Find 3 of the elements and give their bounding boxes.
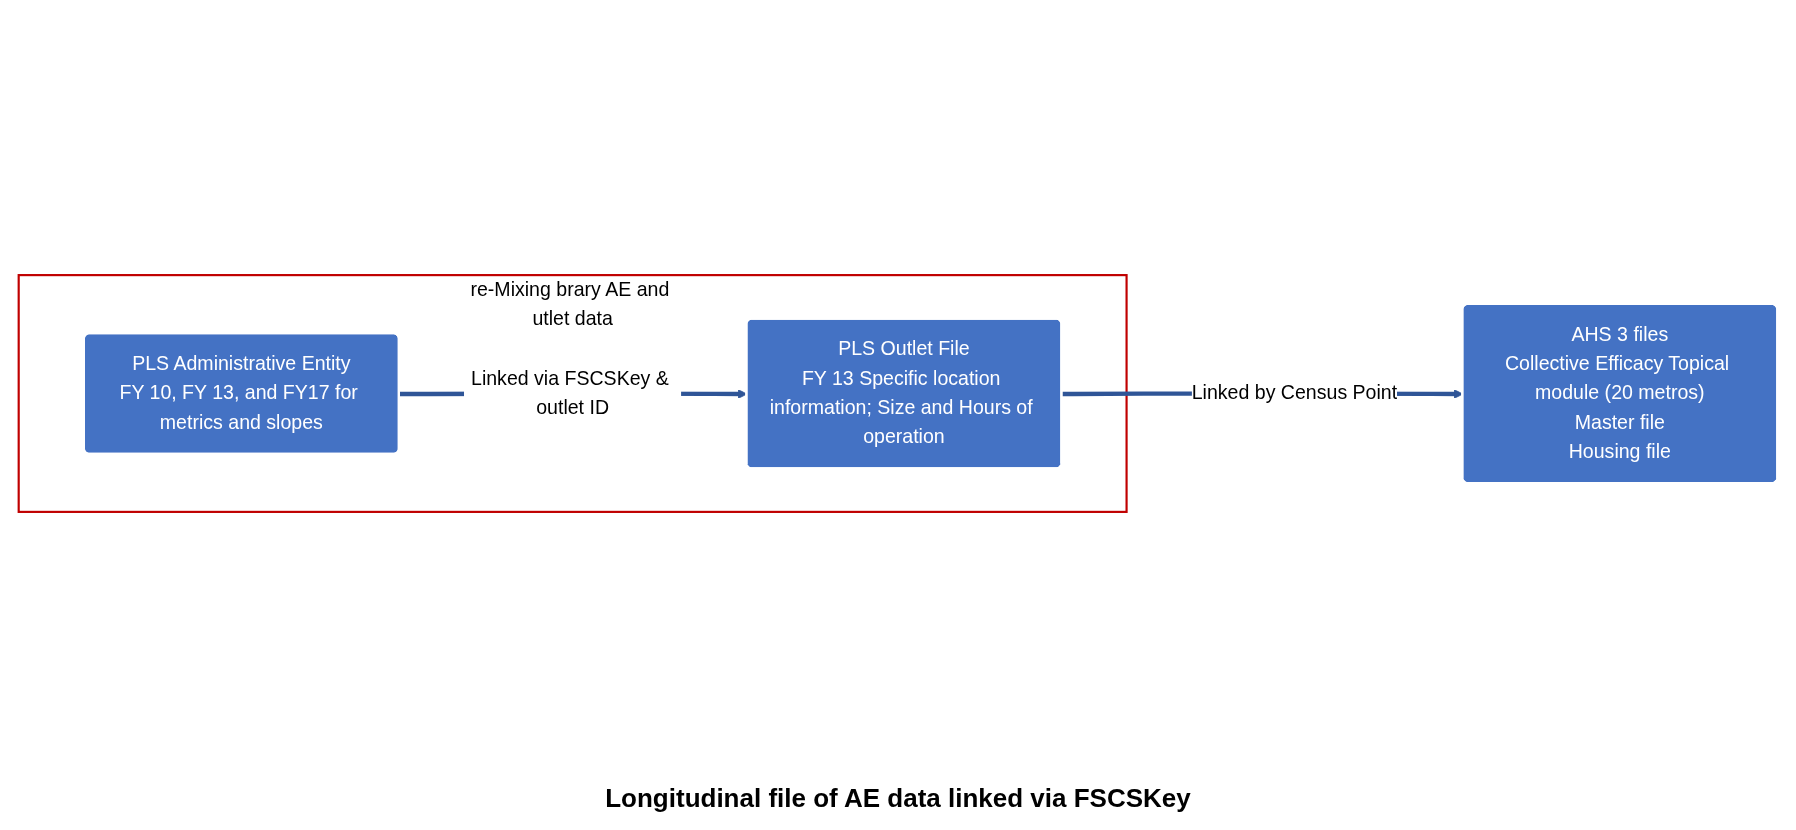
note-text: Longitudinal file of AE data linked via FSCSKey <box>605 783 1191 814</box>
edge-label: Linked by Census Point <box>1191 382 1398 404</box>
edge-label: Linked via FSCSKey & outlet ID <box>471 367 669 419</box>
